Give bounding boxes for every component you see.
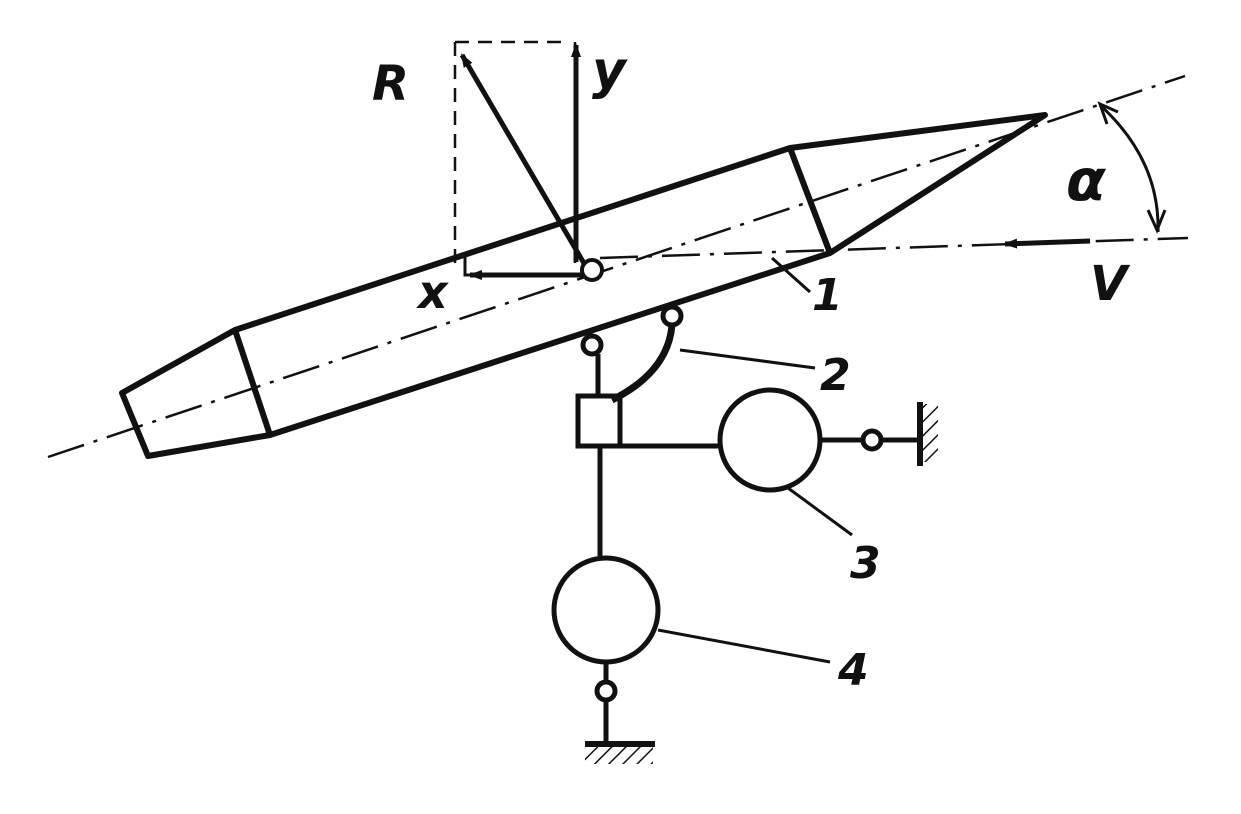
- label-lift-axis: y: [592, 41, 628, 101]
- strut-curved-link: [610, 324, 676, 404]
- gauge-3: [717, 387, 823, 493]
- leader-1: [770, 256, 812, 294]
- leader-4: [657, 628, 831, 664]
- label-angle-of-attack: α: [1066, 146, 1107, 214]
- leader-2: [679, 348, 816, 370]
- model-axis-line: [47, 74, 1186, 459]
- gauge-4: [551, 555, 661, 665]
- strut-joint-rear: [580, 333, 604, 357]
- flow-direction-line: [599, 236, 1189, 260]
- gauge-4-joint: [594, 679, 618, 703]
- velocity-arrow: [1003, 238, 1091, 249]
- model-body: [119, 112, 1048, 459]
- gauge-3-assembly: [717, 387, 938, 493]
- x-axis-corner: [463, 255, 585, 277]
- model-outline: [119, 112, 1048, 459]
- wall-hatching-right: [922, 404, 938, 462]
- model-pivot-joint: [580, 258, 604, 282]
- leader-3: [787, 486, 853, 537]
- gauge-4-assembly: [551, 555, 661, 764]
- gauge-3-joint: [860, 428, 884, 452]
- strut-assembly: [575, 304, 718, 556]
- balance-block: [575, 393, 623, 449]
- angle-arrow-bottom: [1146, 209, 1167, 234]
- strut-joint-front: [660, 304, 684, 328]
- label-part-2: 2: [820, 350, 851, 401]
- label-part-1: 1: [812, 270, 843, 321]
- angle-of-attack-arc: [1098, 103, 1160, 233]
- rear-section-divider: [232, 329, 273, 436]
- angle-arrow-top: [1097, 101, 1119, 125]
- ground-hatching: [585, 746, 653, 764]
- nose-section-divider: [787, 146, 833, 255]
- label-part-4: 4: [837, 645, 869, 696]
- resultant-force-arrow: [459, 53, 588, 267]
- label-drag-axis: x: [416, 265, 449, 319]
- label-part-3: 3: [850, 538, 881, 589]
- label-resultant-force: R: [372, 56, 409, 112]
- label-velocity: V: [1090, 256, 1131, 312]
- leader-lines: [657, 256, 853, 664]
